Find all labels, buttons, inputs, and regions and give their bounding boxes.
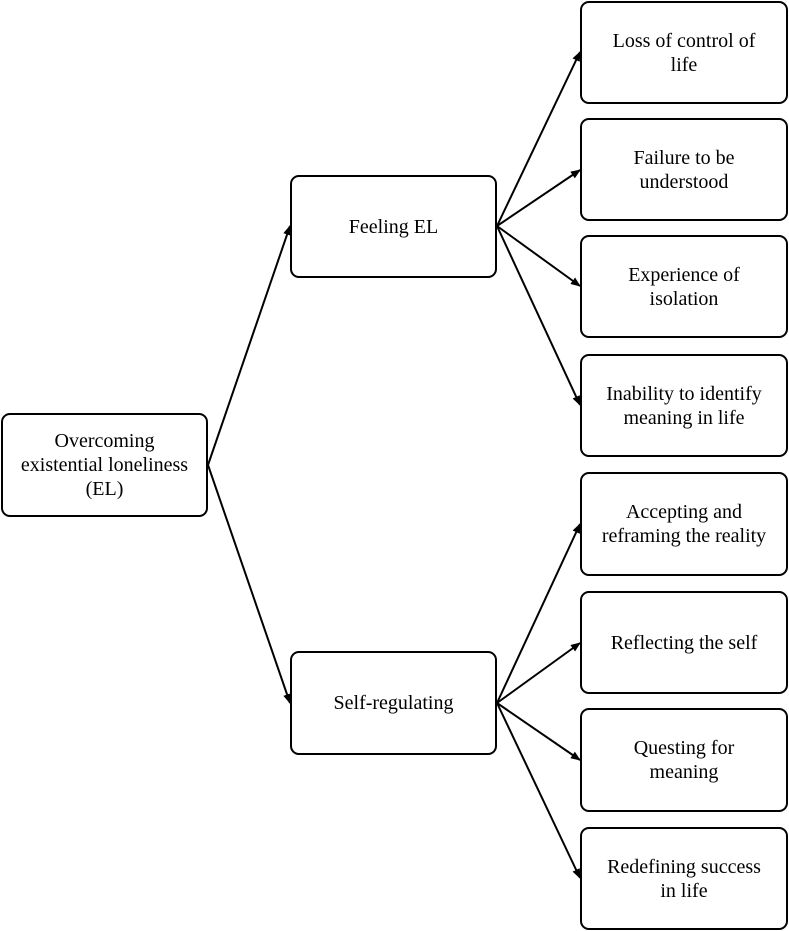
arrow-root-to-self [207, 464, 291, 704]
arrow-feeling-to-child-1 [496, 51, 581, 227]
leaf-label-line: meaning in life [623, 406, 745, 429]
leaf-label-line: Inability to identify [606, 382, 762, 405]
leaf-node-loss-of-control: Loss of control of life [580, 1, 788, 104]
leaf-label-line: Redefining success [607, 855, 761, 878]
branch-label: Self-regulating [333, 692, 454, 714]
leaf-node-text: Reflecting the self [611, 631, 758, 655]
leaf-node-text: Inability to identify meaning in life [606, 382, 762, 430]
root-label-line: Overcoming [54, 430, 155, 452]
root-node: Overcoming existential loneliness (EL) [1, 413, 208, 517]
leaf-node-questing-for-meaning: Questing for meaning [580, 708, 788, 812]
leaf-label-line: isolation [649, 287, 719, 310]
leaf-label-line: reframing the reality [601, 525, 767, 547]
leaf-node-text: Loss of control of life [613, 29, 756, 77]
branch-label: Feeling EL [348, 215, 439, 238]
root-node-text: Overcoming existential loneliness (EL) [21, 429, 188, 501]
leaf-node-reflecting-the-self: Reflecting the self [580, 591, 788, 694]
leaf-label-line: in life [660, 879, 708, 902]
leaf-node-text: Questing for meaning [634, 736, 735, 784]
leaf-label-line: Loss of control of [612, 29, 756, 52]
leaf-label-line: Reflecting the self [610, 631, 758, 654]
leaf-label-line: life [670, 53, 698, 76]
leaf-node-text: Accepting and reframing the reality [602, 500, 766, 548]
leaf-node-text: Failure to be understood [633, 146, 734, 194]
leaf-label-line: understood [639, 170, 729, 193]
leaf-node-experience-of-isolation: Experience of isolation [580, 235, 788, 338]
arrow-self-to-child-3 [496, 702, 581, 761]
leaf-label-line: Experience of [628, 263, 740, 286]
leaf-node-accepting-and-reframing: Accepting and reframing the reality [580, 472, 788, 576]
root-label-line: existential loneliness [20, 454, 189, 476]
arrow-feeling-to-child-4 [496, 225, 581, 406]
branch-node-self-regulating: Self-regulating [290, 651, 497, 755]
leaf-label-line: Failure to be [633, 146, 735, 169]
leaf-node-text: Experience of isolation [628, 263, 740, 311]
leaf-node-failure-to-be-understood: Failure to be understood [580, 118, 788, 221]
arrow-feeling-to-child-3 [496, 225, 581, 287]
arrow-self-to-child-4 [496, 702, 581, 879]
root-label-line: (EL) [85, 478, 124, 500]
arrow-feeling-to-child-2 [496, 169, 581, 227]
arrow-self-to-child-2 [496, 642, 581, 704]
leaf-node-text: Redefining success in life [607, 855, 761, 903]
leaf-label-line: Questing for [633, 737, 735, 759]
leaf-node-redefining-success: Redefining success in life [580, 827, 788, 930]
leaf-node-inability-to-identify-meaning: Inability to identify meaning in life [580, 354, 788, 457]
arrow-root-to-feeling [207, 225, 291, 466]
branch-node-feeling: Feeling EL [290, 175, 497, 278]
leaf-label-line: meaning [649, 761, 719, 783]
arrow-self-to-child-1 [496, 523, 581, 704]
leaf-label-line: Accepting and [625, 501, 743, 523]
